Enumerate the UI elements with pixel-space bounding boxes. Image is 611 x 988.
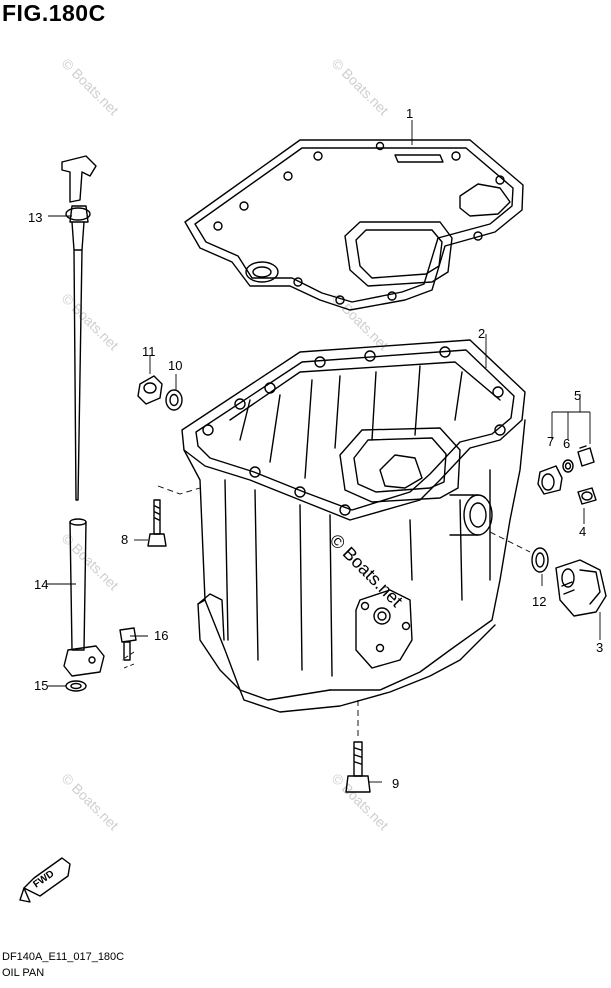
washer-part-10: [165, 389, 183, 411]
callout-14: 14: [34, 577, 48, 592]
dipstick-part: [61, 155, 97, 501]
gasket-part: [184, 139, 524, 311]
fitting-part-7: [537, 465, 563, 495]
figure-title: FIG.180C: [2, 0, 106, 26]
callout-10: 10: [168, 358, 182, 373]
fitting-part-5: [577, 445, 595, 467]
callout-6: 6: [563, 436, 570, 451]
o-ring-part-15: [65, 680, 87, 692]
oil-pan-part: [181, 339, 526, 713]
callout-8: 8: [121, 532, 128, 547]
callout-2: 2: [478, 326, 485, 341]
plug-part-4: [577, 487, 597, 505]
washer-part-6: [562, 459, 574, 473]
callout-11: 11: [142, 344, 156, 359]
callout-4: 4: [579, 524, 586, 539]
callout-5: 5: [574, 388, 581, 403]
guide-tube-part: [63, 518, 105, 677]
callout-12: 12: [532, 594, 546, 609]
callout-1: 1: [406, 106, 413, 121]
figure-name: OIL PAN: [2, 967, 45, 979]
leader-lines: [46, 120, 601, 783]
forward-arrow: [19, 857, 71, 903]
figure-code: DF140A_E11_017_180C: [2, 951, 125, 963]
callout-3: 3: [596, 640, 603, 655]
bolt-part-8: [147, 499, 167, 547]
bolt-part-16: [119, 627, 137, 661]
bolt-part-9: [345, 741, 371, 793]
callout-13: 13: [28, 210, 42, 225]
callout-15: 15: [34, 678, 48, 693]
o-ring-part-12: [531, 547, 549, 573]
callout-16: 16: [154, 628, 168, 643]
drain-plug-part-3: [555, 559, 607, 617]
callout-9: 9: [392, 776, 399, 791]
callout-7: 7: [547, 434, 554, 449]
plug-part-11: [137, 375, 163, 405]
